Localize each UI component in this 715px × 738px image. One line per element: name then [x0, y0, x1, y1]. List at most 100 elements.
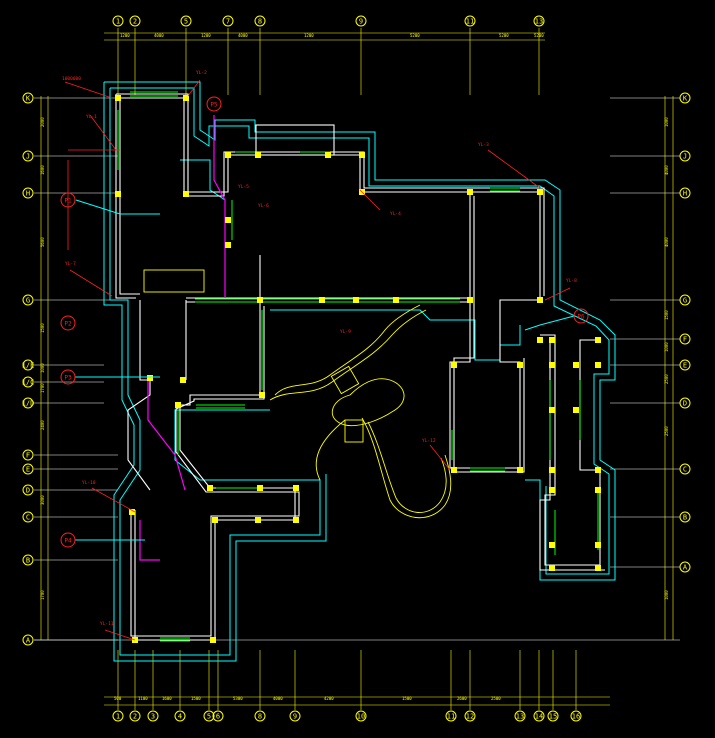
- column: [212, 517, 218, 523]
- column: [319, 297, 325, 303]
- column: [183, 95, 189, 101]
- tag-p5[interactable]: P5: [206, 96, 222, 112]
- axis-right-label: G: [683, 297, 687, 305]
- dim-top: 1200: [304, 33, 314, 38]
- axis-top-13: 13: [533, 15, 545, 27]
- axis-bottom-8: 8: [254, 710, 266, 722]
- column: [549, 487, 555, 493]
- axis-bottom-1: 1: [112, 710, 124, 722]
- column: [129, 509, 135, 515]
- annotations: 1000000 YL-1 YL-2 YL-3 YL-4 YL-5 YL-6 YL…: [62, 70, 577, 627]
- garden-paths: [143, 269, 452, 519]
- dim-bottom: 500: [114, 696, 122, 701]
- axis-left-C: C: [22, 511, 34, 523]
- axis-top-5: 5: [180, 15, 192, 27]
- dim-top: 5200: [534, 33, 544, 38]
- tag-p6-label: P6: [577, 314, 585, 321]
- column: [257, 485, 263, 491]
- axis-right-label: J: [683, 153, 687, 161]
- axis-top-2: 2: [129, 15, 141, 27]
- axis-bottom-16: 16: [570, 710, 582, 722]
- axis-top-label: 7: [226, 18, 230, 26]
- axis-top-label: 1: [116, 18, 120, 26]
- column: [549, 337, 555, 343]
- tag-connectors: [75, 199, 575, 541]
- dim-bottom: 5300: [233, 696, 243, 701]
- column: [293, 517, 299, 523]
- axis-bottom-label: 9: [293, 713, 297, 721]
- tag-p3[interactable]: P3: [60, 369, 76, 385]
- axis-bottom-6: 6: [212, 710, 224, 722]
- column: [595, 467, 601, 473]
- column: [175, 402, 181, 408]
- dim-top: 4000: [154, 33, 164, 38]
- column: [207, 485, 213, 491]
- dim-left: 1500: [40, 323, 45, 333]
- dim-bottom: 1500: [402, 696, 412, 701]
- axis-right-C: C: [679, 463, 691, 475]
- axis-bottom-2: 2: [129, 710, 141, 722]
- dim-left: 1600: [40, 165, 45, 175]
- column: [451, 467, 457, 473]
- axis-bottom-label: 10: [357, 713, 365, 721]
- dim-left: 2000: [40, 117, 45, 127]
- column: [115, 191, 121, 197]
- dim-left: 1000: [40, 363, 45, 373]
- label-yl-4: YL-4: [390, 211, 401, 217]
- column: [595, 542, 601, 548]
- axis-right-label: E: [683, 362, 687, 370]
- axis-right-label: F: [683, 336, 687, 344]
- grid-lines: [34, 28, 680, 710]
- column: [255, 517, 261, 523]
- axis-right-label: D: [683, 400, 687, 408]
- axis-bottom-9: 9: [289, 710, 301, 722]
- dim-left: 1700: [40, 590, 45, 600]
- label-yl-7: YL-7: [65, 261, 76, 267]
- walls: [115, 93, 605, 641]
- dimension-lines: [40, 32, 674, 706]
- axis-bottom-11: 11: [445, 710, 457, 722]
- axis-right-J: J: [679, 150, 691, 162]
- label-yl-11: YL-11: [100, 621, 114, 627]
- column: [549, 542, 555, 548]
- axis-left-label: F: [26, 452, 30, 460]
- column: [147, 375, 153, 381]
- axis-right-label: K: [683, 95, 688, 103]
- axis-left-G: G: [22, 294, 34, 306]
- leader-lines: [64, 79, 571, 641]
- axis-right-B: B: [679, 511, 691, 523]
- column: [115, 95, 121, 101]
- tag-p6[interactable]: P6: [573, 308, 589, 324]
- axis-top-label: 9: [359, 18, 363, 26]
- axis-bottom-label: 14: [535, 713, 543, 721]
- axis-right-K: K: [679, 92, 691, 104]
- axis-left-label: B: [26, 557, 30, 565]
- axis-top-label: 8: [258, 18, 262, 26]
- axis-left-extra-1: 1/C: [22, 376, 34, 388]
- axis-left-label: K: [26, 95, 31, 103]
- tag-p1-label: P1: [64, 198, 72, 205]
- column: [517, 467, 523, 473]
- column: [517, 362, 523, 368]
- axis-top-8: 8: [254, 15, 266, 27]
- axis-bottom-3: 3: [147, 710, 159, 722]
- axis-right-G: G: [679, 294, 691, 306]
- column: [595, 337, 601, 343]
- axis-right-label: A: [683, 564, 688, 572]
- tag-p1[interactable]: P1: [60, 192, 76, 208]
- axis-bottom-label: 12: [466, 713, 474, 721]
- column: [451, 362, 457, 368]
- dim-left: 5600: [40, 237, 45, 247]
- axis-left-H: H: [22, 187, 34, 199]
- axis-left-label: E: [26, 466, 30, 474]
- label-yl-10: YL-10: [82, 480, 96, 486]
- axis-bottom-label: 4: [178, 713, 182, 721]
- axis-bottom-label: 2: [133, 713, 137, 721]
- axis-left-K: K: [22, 92, 34, 104]
- axis-top-label: 13: [535, 18, 543, 26]
- pipe-tags: P1 P2 P3 P4 P5 P6: [60, 96, 589, 548]
- tag-p2[interactable]: P2: [60, 315, 76, 331]
- tag-p4[interactable]: P4: [60, 532, 76, 548]
- dim-right: 1000: [664, 117, 669, 127]
- axis-left-label: J: [26, 153, 30, 161]
